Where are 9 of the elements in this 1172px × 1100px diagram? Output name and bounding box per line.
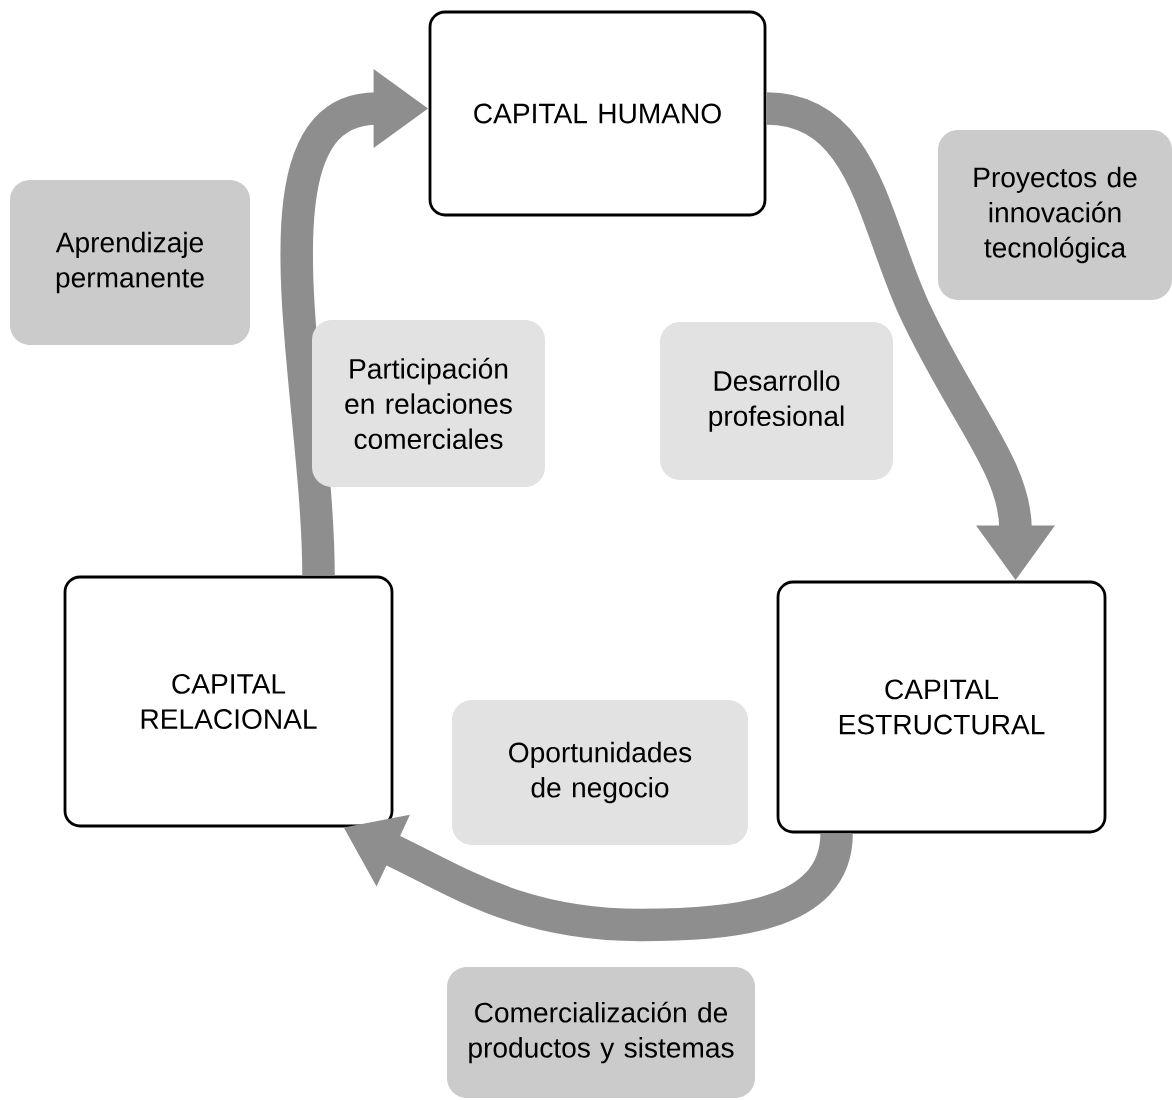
topic-box: Comercialización de productos y sistemas <box>447 967 755 1098</box>
topic-box: Oportunidades de negocio <box>452 700 748 845</box>
capital-box: CAPITAL HUMANO <box>428 10 767 217</box>
topic-box: Proyectos de innovación tecnológica <box>938 130 1172 300</box>
topic-box: Desarrollo profesional <box>660 322 893 480</box>
topic-box: Participación en relaciones comerciales <box>312 320 545 487</box>
capital-box: CAPITAL RELACIONAL <box>63 575 394 828</box>
capital-box: CAPITAL ESTRUCTURAL <box>776 580 1107 834</box>
topic-box: Aprendizaje permanente <box>10 180 250 345</box>
